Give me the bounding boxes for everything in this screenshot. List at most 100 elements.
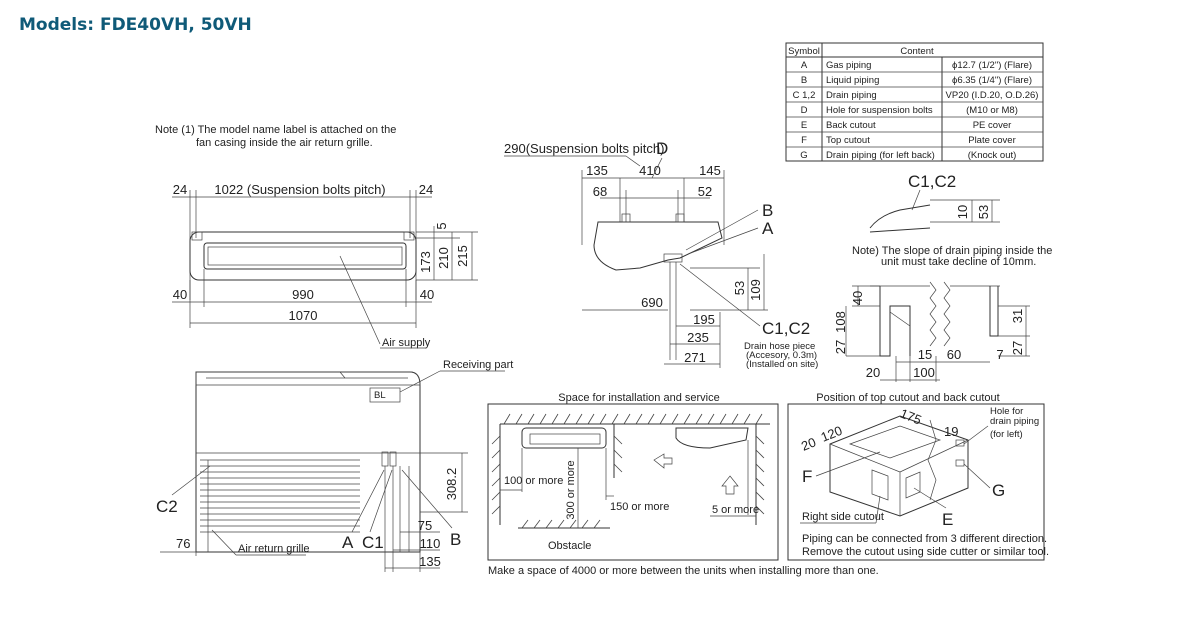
- table-cell-spec: ϕ12.7 (1/2") (Flare): [952, 60, 1032, 71]
- table-cell-spec: (M10 or M8): [966, 105, 1018, 116]
- table-cell-symbol: B: [801, 75, 807, 86]
- dim-27-left: 27: [833, 340, 848, 354]
- dim-60: 60: [947, 347, 961, 362]
- dim-31: 31: [1010, 309, 1025, 323]
- install-space-title: Space for installation and service: [558, 392, 719, 404]
- label-c1c2-side: C1,C2: [762, 319, 810, 338]
- label-right-side-cutout: Right side cutout: [802, 511, 884, 523]
- dim-75: 75: [418, 518, 432, 533]
- dim-290-suspension: 290(Suspension bolts pitch): [504, 141, 664, 156]
- dim-76: 76: [176, 536, 190, 551]
- label-d: D: [656, 139, 668, 158]
- hole-line2: drain piping: [990, 416, 1039, 427]
- table-cell-item: Liquid piping: [826, 75, 879, 86]
- hole-line1: Hole for: [990, 406, 1023, 417]
- dim-195: 195: [693, 312, 715, 327]
- dim-68: 68: [593, 184, 607, 199]
- label-air-supply: Air supply: [382, 337, 431, 349]
- label-c1c2-slope: C1,C2: [908, 172, 956, 191]
- dim-7: 7: [996, 347, 1003, 362]
- dim-20: 20: [866, 365, 880, 380]
- dim-1022: 1022 (Suspension bolts pitch): [214, 182, 385, 197]
- table-cell-symbol: F: [801, 135, 807, 146]
- table-header-content: Content: [900, 46, 934, 57]
- note-slope-line1: Note) The slope of drain piping inside t…: [852, 245, 1052, 257]
- dim-15: 15: [918, 347, 932, 362]
- dim-40: 40: [850, 291, 865, 305]
- dim-100: 100: [913, 365, 935, 380]
- dim-100-or-more: 100 or more: [504, 475, 563, 487]
- label-a: A: [342, 533, 354, 552]
- note-slope-line2: unit must take decline of 10mm.: [881, 256, 1036, 268]
- table-cell-spec: VP20 (I.D.20, O.D.26): [946, 90, 1039, 101]
- label-c1: C1: [362, 533, 384, 552]
- table-cell-symbol: D: [801, 105, 808, 116]
- table-cell-item: Top cutout: [826, 135, 870, 146]
- dim-53: 53: [976, 205, 991, 219]
- dim-5-or-more: 5 or more: [712, 504, 759, 516]
- install-space-footer: Make a space of 4000 or more between the…: [488, 565, 879, 577]
- dim-cutout-175: 175: [898, 406, 924, 428]
- hose-line1: Drain hose piece: [744, 341, 815, 352]
- dim-150-or-more: 150 or more: [610, 501, 669, 513]
- dim-110: 110: [420, 536, 441, 551]
- label-obstacle: Obstacle: [548, 540, 591, 552]
- dim-24-right: 24: [419, 182, 433, 197]
- table-header-symbol: Symbol: [788, 46, 820, 57]
- dim-cutout-120: 120: [819, 423, 845, 445]
- hose-line2: (Accesory, 0.3m): [746, 350, 817, 361]
- dim-40-left: 40: [173, 287, 187, 302]
- side-view: 290(Suspension bolts pitch) D 135 410 14…: [504, 139, 818, 370]
- dim-300-or-more: 300 or more: [565, 460, 577, 519]
- slope-detail: C1,C2 10 53 Note) The slope of drain pip…: [852, 172, 1052, 268]
- dim-108: 108: [833, 311, 848, 333]
- dim-10: 10: [955, 205, 970, 219]
- table-cell-symbol: C 1,2: [793, 90, 816, 101]
- dim-1070: 1070: [289, 308, 318, 323]
- note-model-label-line2: fan casing inside the air return grille.: [196, 137, 373, 149]
- table-cell-item: Drain piping: [826, 90, 877, 101]
- dim-40-right: 40: [420, 287, 434, 302]
- front-view: 24 1022 (Suspension bolts pitch) 24 5 17…: [172, 182, 478, 345]
- label-b-side: B: [762, 201, 773, 220]
- label-a-side: A: [762, 219, 774, 238]
- spec-table: Symbol Content A Gas piping ϕ12.7 (1/2")…: [785, 42, 1044, 162]
- table-cell-item: Back cutout: [826, 120, 876, 131]
- label-b: B: [450, 530, 461, 549]
- hole-line3: (for left): [990, 429, 1023, 440]
- table-cell-item: Hole for suspension bolts: [826, 105, 933, 116]
- table-cell-symbol: G: [800, 150, 807, 161]
- page-title: Models: FDE40VH, 50VH: [19, 15, 252, 35]
- dim-135: 135: [419, 554, 441, 569]
- dim-53: 53: [732, 281, 747, 295]
- dim-145: 145: [699, 163, 721, 178]
- dim-990: 990: [292, 287, 314, 302]
- table-cell-spec: Plate cover: [968, 135, 1016, 146]
- dim-210: 210: [436, 247, 451, 269]
- table-cell-spec: PE cover: [973, 120, 1012, 131]
- label-air-return-grille: Air return grille: [238, 543, 310, 555]
- bottom-view: Air supply Receiving part BL: [156, 337, 513, 572]
- table-cell-symbol: A: [801, 60, 808, 71]
- label-e: E: [942, 510, 953, 529]
- dim-cutout-19: 19: [944, 424, 958, 439]
- label-receiving-part: Receiving part: [443, 359, 513, 371]
- dim-cutout-20: 20: [799, 434, 818, 453]
- label-c2: C2: [156, 497, 178, 516]
- dim-410: 410: [639, 163, 661, 178]
- dim-308: 308.2: [444, 468, 459, 501]
- cutout-title: Position of top cutout and back cutout: [816, 392, 999, 404]
- table-cell-symbol: E: [801, 120, 807, 131]
- cutout-footer-1: Piping can be connected from 3 different…: [802, 533, 1047, 545]
- dim-52: 52: [698, 184, 712, 199]
- label-f: F: [802, 467, 812, 486]
- table-cell-spec: ϕ6.35 (1/4") (Flare): [952, 75, 1032, 86]
- label-bl: BL: [374, 390, 386, 401]
- cutout-position: Position of top cutout and back cutout 2…: [787, 392, 1049, 561]
- dim-173: 173: [418, 251, 433, 273]
- hose-line3: (Installed on site): [746, 359, 818, 370]
- dim-690: 690: [641, 295, 663, 310]
- dim-135: 135: [586, 163, 608, 178]
- table-cell-item: Drain piping (for left back): [826, 150, 935, 161]
- cutout-footer-2: Remove the cutout using side cutter or s…: [802, 546, 1049, 558]
